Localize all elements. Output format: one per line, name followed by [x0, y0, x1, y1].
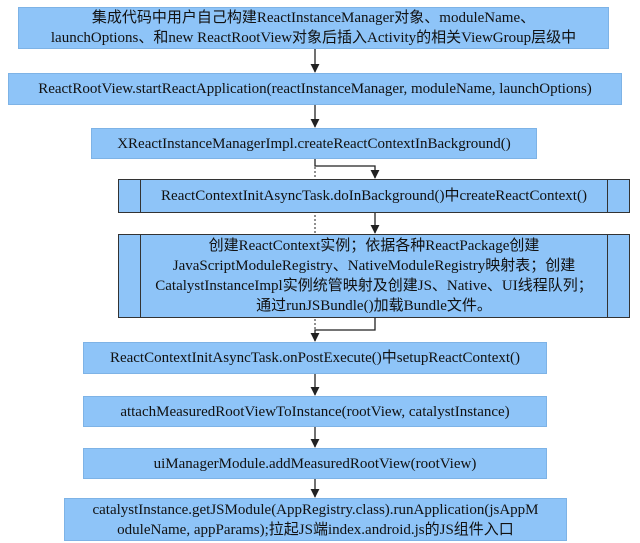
step-6-text: ReactContextInitAsyncTask.onPostExecute(…	[109, 350, 521, 366]
step-5-right-bar	[607, 235, 608, 317]
step-9-box: catalystInstance.getJSModule(AppRegistry…	[64, 498, 567, 541]
step-9-text: catalystInstance.getJSModule(AppRegistry…	[92, 500, 538, 540]
step-1-line-1: 集成代码中用户自己构建ReactInstanceManager对象、module…	[91, 10, 536, 26]
step-4-right-bar	[607, 180, 608, 212]
step-9-line-1: catalystInstance.getJSModule(AppRegistry…	[92, 501, 539, 518]
step-2-text: ReactRootView.startReactApplication(reac…	[38, 81, 592, 97]
step-7-text: attachMeasuredRootViewToInstance(rootVie…	[120, 403, 510, 420]
step-1-text: 集成代码中用户自己构建ReactInstanceManager对象、module…	[51, 8, 576, 48]
step-4-left-bar	[140, 180, 141, 212]
step-3-box: XReactInstanceManagerImpl.createReactCon…	[91, 128, 537, 159]
step-3-text: XReactInstanceManagerImpl.createReactCon…	[117, 135, 511, 152]
step-8-text: uiManagerModule.addMeasuredRootView(root…	[153, 455, 477, 472]
step-5-line-4: 通过runJSBundle()加载Bundle文件。	[256, 298, 492, 314]
step-5-text: 创建ReactContext实例；依据各种ReactPackage创建 Java…	[155, 236, 592, 316]
step-5-left-bar	[140, 235, 141, 317]
step-1-box: 集成代码中用户自己构建ReactInstanceManager对象、module…	[18, 7, 609, 49]
step-4-text: ReactContextInitAsyncTask.doInBackground…	[161, 188, 587, 204]
step-7-box: attachMeasuredRootViewToInstance(rootVie…	[83, 396, 547, 427]
step-6-box: ReactContextInitAsyncTask.onPostExecute(…	[83, 342, 547, 374]
arrow-step5-to-step6	[310, 318, 376, 342]
step-4-process-box: ReactContextInitAsyncTask.doInBackground…	[118, 179, 630, 213]
step-8-box: uiManagerModule.addMeasuredRootView(root…	[83, 448, 547, 479]
step-1-line-2: launchOptions、和new ReactRootView对象后插入Act…	[50, 30, 577, 46]
arrow-step3-to-step4	[314, 159, 380, 179]
step-5-line-2: JavaScriptModuleRegistry、NativeModuleReg…	[172, 258, 576, 274]
step-2-box: ReactRootView.startReactApplication(reac…	[8, 73, 622, 105]
step-5-line-1: 创建ReactContext实例；依据各种ReactPackage创建	[208, 238, 540, 254]
step-5-line-3: CatalystInstanceImpl实例统管映射及创建JS、Native、U…	[155, 278, 593, 294]
step-5-process-box: 创建ReactContext实例；依据各种ReactPackage创建 Java…	[118, 234, 630, 318]
step-9-line-2: oduleName, appParams);拉起JS端index.android…	[117, 521, 514, 538]
